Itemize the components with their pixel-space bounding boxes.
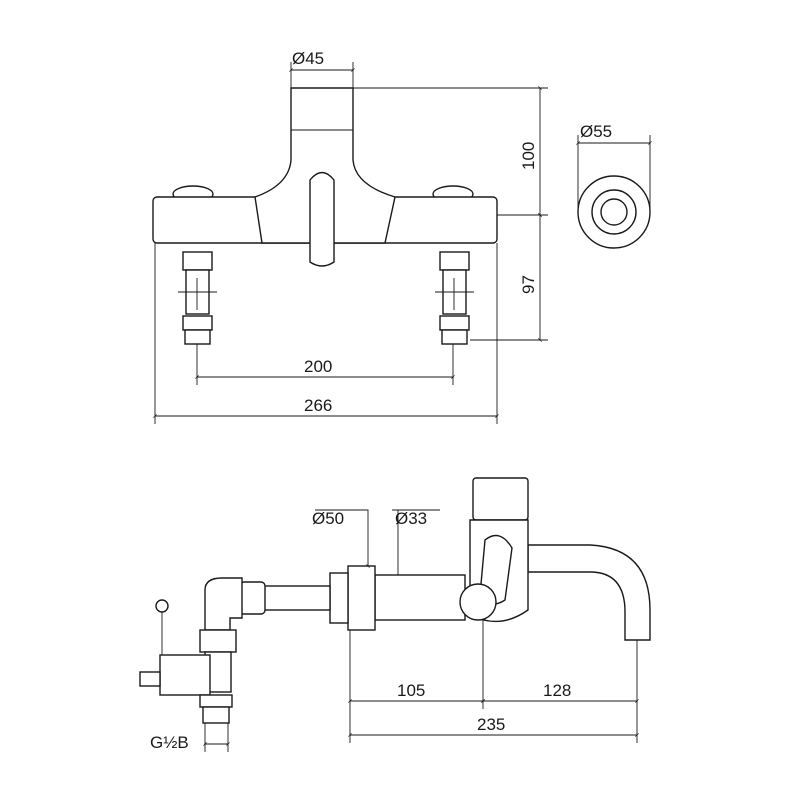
dim-handle-diameter: Ø55 xyxy=(580,122,612,141)
central-cylinder xyxy=(254,87,396,244)
dim-pipe-diameter: Ø33 xyxy=(395,509,427,528)
handle-top-view: Ø55 xyxy=(576,122,652,249)
side-view-mixer xyxy=(139,477,651,724)
dim-inlet-spacing: 200 xyxy=(304,357,332,376)
side-pipe xyxy=(374,574,466,621)
valve-block xyxy=(159,654,211,696)
side-dimensions: Ø50 Ø33 105 128 235 G½B xyxy=(150,509,639,752)
side-handle xyxy=(459,583,497,621)
dim-spout-diameter: Ø45 xyxy=(292,49,324,68)
dim-overall-width: 266 xyxy=(304,396,332,415)
dim-body-offset: 105 xyxy=(397,681,425,700)
dim-height-bottom: 97 xyxy=(519,275,538,294)
dim-height-top: 100 xyxy=(519,142,538,170)
front-dimensions: Ø45 100 97 200 266 xyxy=(153,49,548,424)
dim-flange-diameter: Ø50 xyxy=(312,509,344,528)
elbow xyxy=(204,577,243,631)
front-view-mixer xyxy=(152,87,498,345)
dim-total-projection: 235 xyxy=(477,715,505,734)
side-cylinder-top xyxy=(472,477,529,521)
left-inlet-leg xyxy=(178,251,217,345)
spout xyxy=(309,171,335,267)
side-spout xyxy=(527,544,651,641)
dim-thread: G½B xyxy=(150,733,189,752)
right-inlet-leg xyxy=(435,251,474,345)
union-nut xyxy=(199,629,237,653)
dim-spout-reach: 128 xyxy=(543,681,571,700)
wall-flange xyxy=(347,565,376,631)
